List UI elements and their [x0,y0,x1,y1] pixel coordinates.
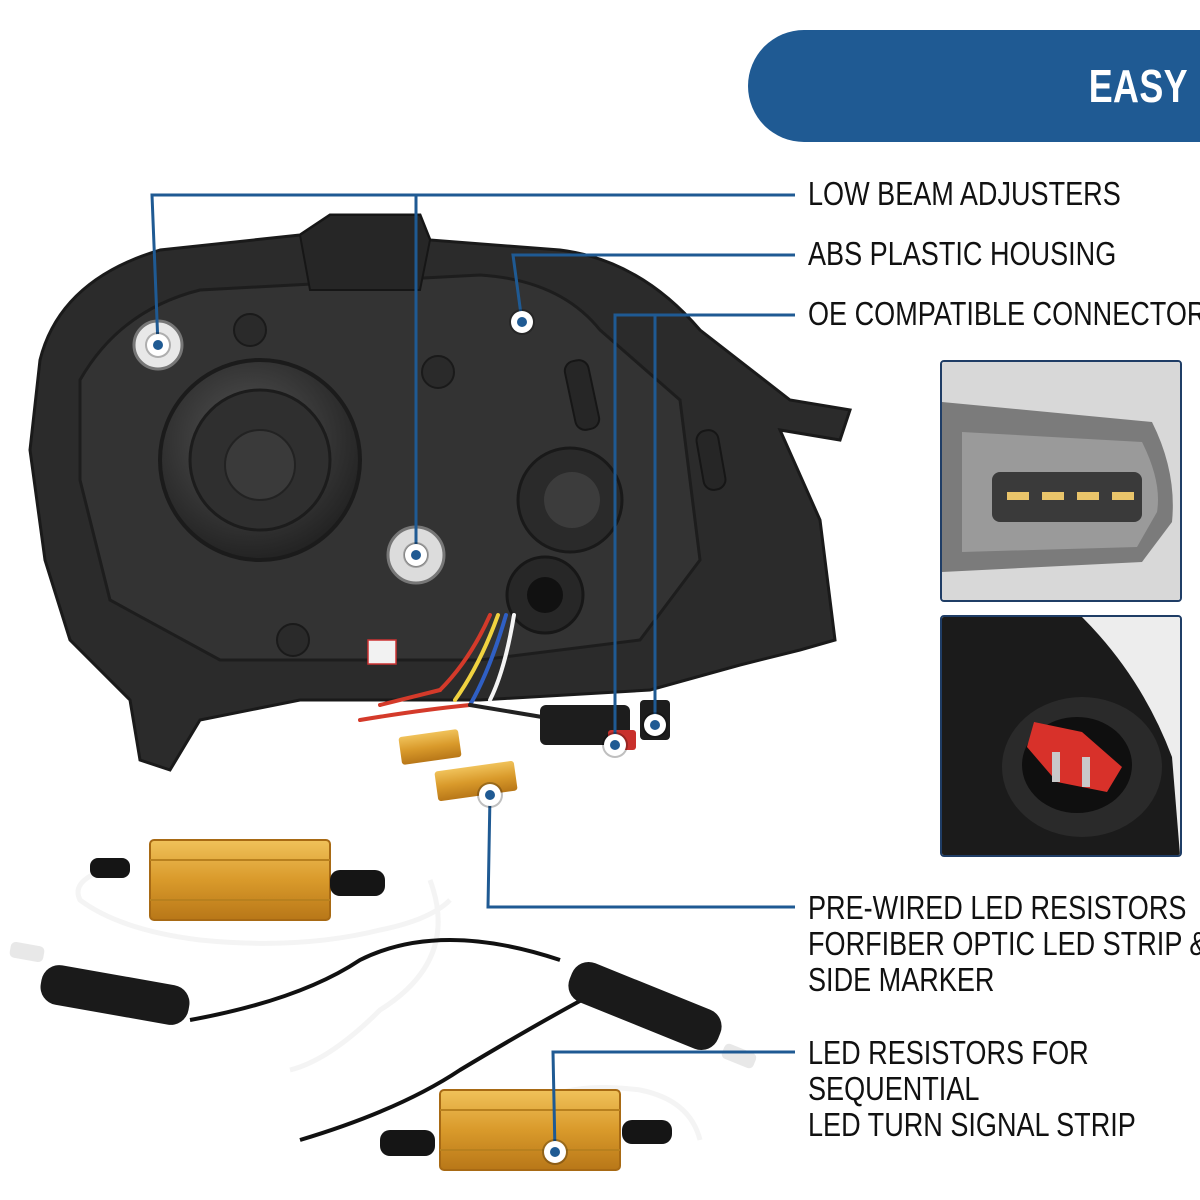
sequential-line-1: LED RESISTORS FOR [808,1034,1089,1071]
prewired-line-3: SIDE MARKER [808,961,995,998]
callout-marker-icon [511,311,533,333]
callout-marker-icon [405,544,427,566]
callout-marker-icon [544,1141,566,1163]
label-prewired-resistors: PRE-WIRED LED RESISTORS FORFIBER OPTIC L… [808,890,1200,998]
resistor-kit [9,839,757,1171]
sequential-line-3: LED TURN SIGNAL STRIP [808,1106,1136,1143]
easy-installation-banner: EASY INSTALLATION [748,30,1200,224]
sequential-line-2: SEQUENTIAL [808,1070,980,1107]
label-low-beam-adjusters: LOW BEAM ADJUSTERS [808,175,1121,212]
red-connector-image [942,617,1180,855]
connector-closeup-image [942,362,1180,600]
callout-marker-icon [147,334,169,356]
wiring-harness [358,613,562,722]
headlight-housing [28,213,852,772]
connector-closeup-inset [940,360,1182,602]
prewired-line-1: PRE-WIRED LED RESISTORS [808,889,1187,926]
banner-title: EASY INSTALLATION [925,60,1188,224]
label-sequential-resistors: LED RESISTORS FOR SEQUENTIAL LED TURN SI… [808,1035,1136,1143]
callout-marker-icon [604,734,626,756]
connector-block [540,705,630,745]
label-abs-plastic-housing: ABS PLASTIC HOUSING [808,235,1117,272]
callout-marker-icon [644,714,666,736]
leader-lines [150,193,795,1153]
prewired-line-2: FORFIBER OPTIC LED STRIP & [808,925,1200,962]
label-oe-compatible-connectors: OE COMPATIBLE CONNECTORS [808,295,1200,332]
callout-marker-icon [479,784,501,806]
red-connector-inset [940,615,1182,857]
